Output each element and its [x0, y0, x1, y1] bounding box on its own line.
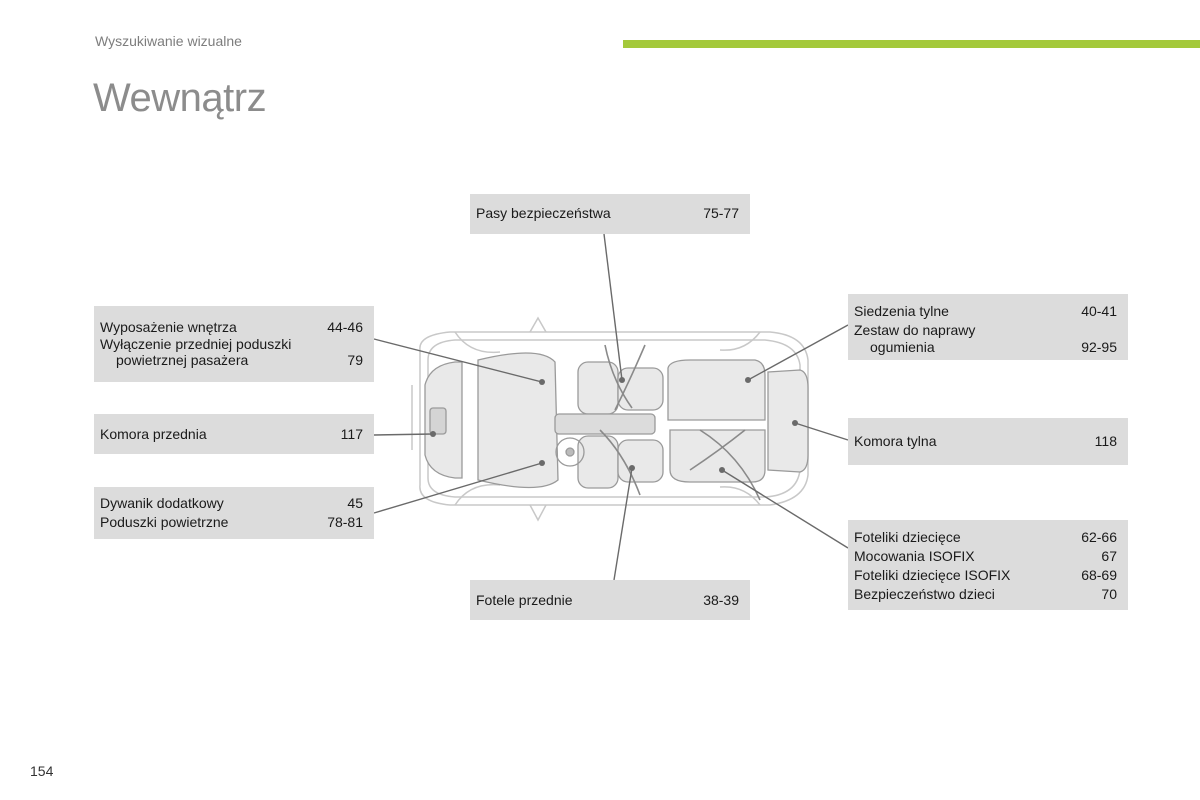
callout-label: Fotele przednie	[476, 592, 573, 608]
callout-rear-seats[interactable]: Siedzenia tylne 40-41 Zestaw do naprawy …	[848, 294, 1128, 360]
callout-row: Mocowania ISOFIX 67	[854, 547, 1117, 566]
callout-row: Bezpieczeństwo dzieci 70	[854, 585, 1117, 604]
page-number: 154	[30, 763, 54, 779]
callout-label: Wyłączenie przedniej poduszki	[100, 336, 292, 352]
callout-child-seats[interactable]: Foteliki dziecięce 62-66 Mocowania ISOFI…	[848, 520, 1128, 610]
callout-pages[interactable]: 70	[1101, 586, 1117, 602]
callout-pages[interactable]: 75-77	[703, 205, 739, 221]
callout-pages[interactable]: 40-41	[1081, 303, 1117, 319]
callout-label: Foteliki dziecięce	[854, 529, 961, 545]
callout-row: Foteliki dziecięce 62-66	[854, 528, 1117, 547]
callout-front-compartment[interactable]: Komora przednia 117	[94, 414, 374, 454]
callout-label: Foteliki dziecięce ISOFIX	[854, 567, 1011, 583]
callout-airbags[interactable]: Dywanik dodatkowy 45 Poduszki powietrzne…	[94, 487, 374, 539]
callout-row: Foteliki dziecięce ISOFIX 68-69	[854, 566, 1117, 585]
callout-label: Poduszki powietrzne	[100, 514, 229, 530]
callout-front-seats[interactable]: Fotele przednie 38-39	[470, 580, 750, 620]
callout-pages[interactable]: 44-46	[327, 319, 363, 335]
callout-interior-equipment[interactable]: Wyposażenie wnętrza 44-46 Wyłączenie prz…	[94, 306, 374, 382]
callout-pages[interactable]: 45	[347, 495, 363, 511]
section-title: Wyszukiwanie wizualne	[95, 33, 242, 49]
callout-label: Zestaw do naprawy	[854, 322, 976, 338]
callout-pages[interactable]: 67	[1101, 548, 1117, 564]
callout-row: Poduszki powietrzne 78-81	[100, 513, 363, 532]
callout-pages[interactable]: 79	[347, 352, 363, 368]
page-title: Wewnątrz	[93, 76, 267, 120]
callout-pages[interactable]: 92-95	[1081, 339, 1117, 355]
callout-label: powietrznej pasażera	[116, 352, 249, 368]
callout-label: Pasy bezpieczeństwa	[476, 205, 611, 221]
callout-pages[interactable]: 62-66	[1081, 529, 1117, 545]
callout-row: ogumienia 92-95	[854, 338, 1117, 357]
callout-row: Komora przednia 117	[100, 425, 363, 444]
callout-row: powietrznej pasażera 79	[100, 351, 363, 370]
callout-label: Komora przednia	[100, 426, 207, 442]
callout-row: Fotele przednie 38-39	[476, 591, 739, 610]
callout-pages[interactable]: 68-69	[1081, 567, 1117, 583]
accent-bar	[623, 40, 1200, 48]
callout-label: ogumienia	[870, 339, 935, 355]
callout-label: Siedzenia tylne	[854, 303, 949, 319]
callout-row: Wyłączenie przedniej poduszki	[100, 335, 363, 354]
callout-row: Komora tylna 118	[854, 432, 1117, 451]
callout-row: Dywanik dodatkowy 45	[100, 494, 363, 513]
callout-pages[interactable]: 118	[1094, 433, 1117, 449]
callout-label: Mocowania ISOFIX	[854, 548, 975, 564]
callout-label: Komora tylna	[854, 433, 937, 449]
callout-seat-belts[interactable]: Pasy bezpieczeństwa 75-77	[470, 194, 750, 234]
callout-row: Siedzenia tylne 40-41	[854, 302, 1117, 321]
callout-label: Bezpieczeństwo dzieci	[854, 586, 995, 602]
callout-row: Zestaw do naprawy	[854, 321, 1117, 340]
callout-row: Pasy bezpieczeństwa 75-77	[476, 204, 739, 223]
callout-label: Wyposażenie wnętrza	[100, 319, 237, 335]
callout-pages[interactable]: 38-39	[703, 592, 739, 608]
callout-pages[interactable]: 117	[340, 426, 363, 442]
callout-row: Wyposażenie wnętrza 44-46	[100, 318, 363, 337]
callout-rear-compartment[interactable]: Komora tylna 118	[848, 418, 1128, 465]
callout-label: Dywanik dodatkowy	[100, 495, 224, 511]
callout-pages[interactable]: 78-81	[327, 514, 363, 530]
